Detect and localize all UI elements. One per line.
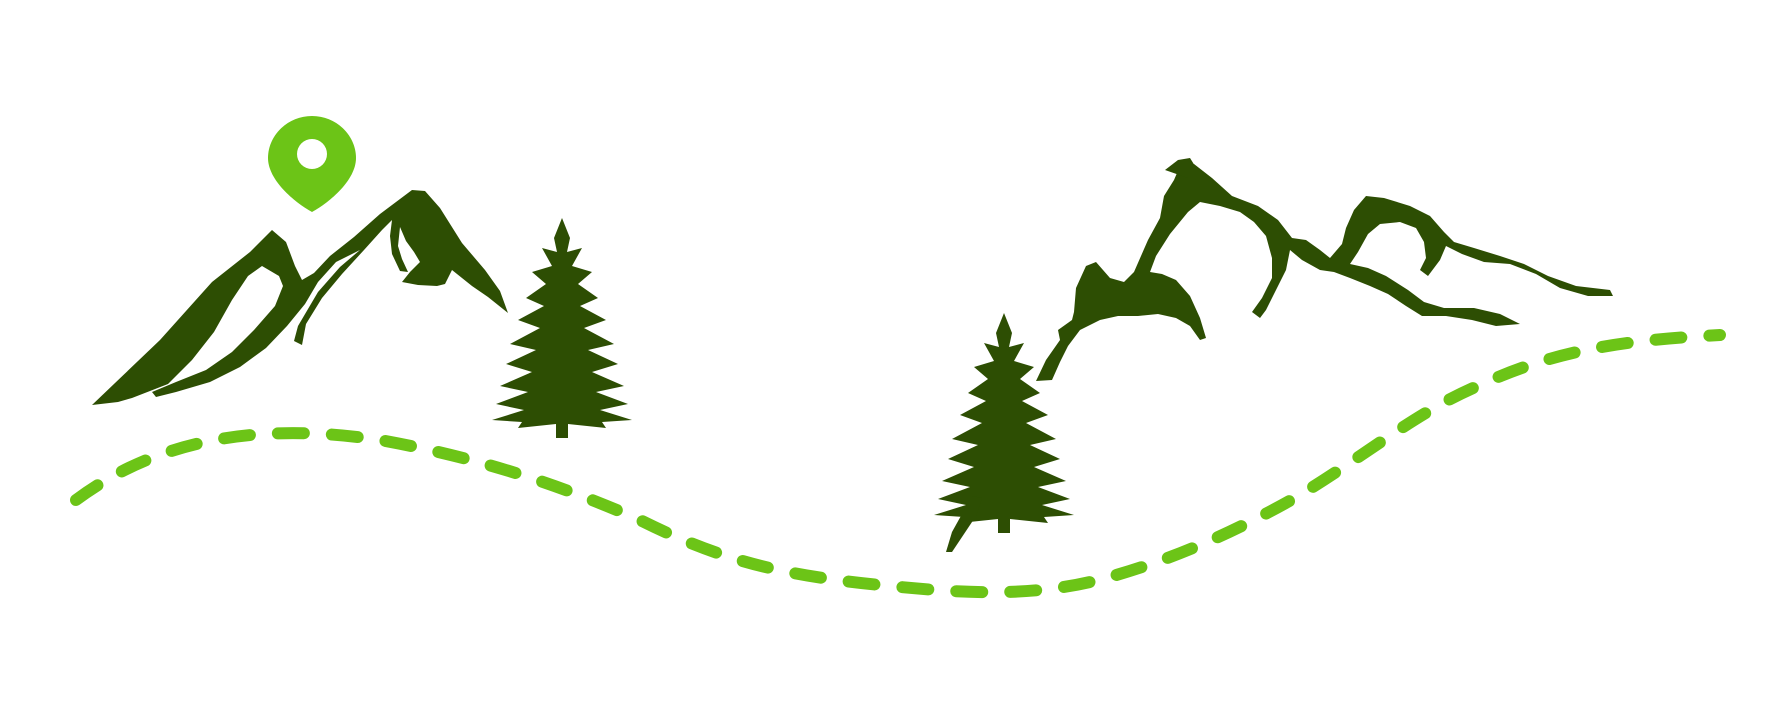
right-mountain-icon: [1036, 164, 1613, 381]
left-mountain-icon: [92, 190, 508, 405]
right-tree-branch-icon: [946, 496, 982, 552]
left-mountain-range-icon: [92, 190, 508, 405]
dashed-trail-icon: [70, 329, 1726, 599]
pine-tree-right-icon: [934, 313, 1074, 533]
right-mountain-ridge-icon: [1165, 158, 1195, 178]
location-pin-icon: [268, 116, 356, 212]
right-mountain-range-icon: [1036, 158, 1613, 381]
pine-tree-left-icon: [492, 218, 632, 438]
